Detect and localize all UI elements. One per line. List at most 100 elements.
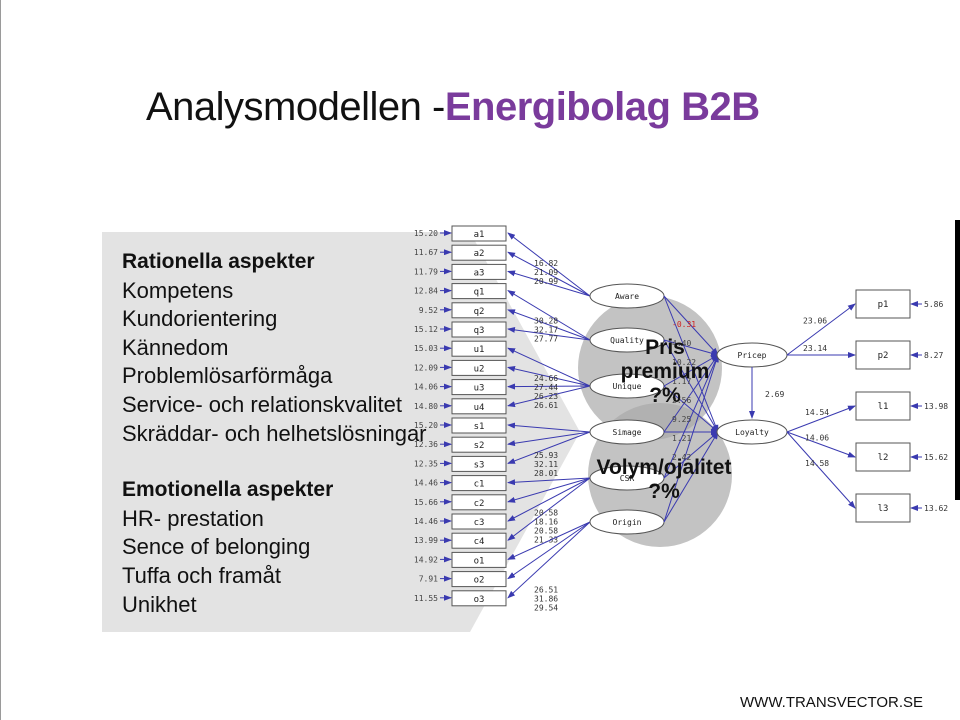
error-value: 14.06 bbox=[414, 383, 438, 392]
loading-arrow bbox=[507, 422, 591, 433]
indicator-box bbox=[451, 513, 507, 530]
indicator-label: a1 bbox=[474, 230, 485, 240]
indicator-label: o1 bbox=[474, 556, 485, 566]
path-value: 2.42 bbox=[672, 453, 691, 462]
loading-value: 31.86 bbox=[534, 594, 558, 603]
error-value: 12.36 bbox=[414, 440, 438, 449]
aspects-list: Rationella aspekter Kompetens Kundorient… bbox=[122, 248, 427, 619]
structural-path bbox=[663, 295, 719, 433]
bubble-line: premium bbox=[620, 360, 710, 383]
loading-value: 20.99 bbox=[534, 277, 558, 286]
indicator-label: c1 bbox=[474, 480, 485, 490]
loading-value: 14.54 bbox=[805, 408, 829, 417]
loading-value: 14.58 bbox=[805, 459, 829, 468]
bubble-line: ?% bbox=[648, 480, 680, 503]
loading-value: 26.61 bbox=[534, 401, 558, 410]
latent-label: Loyalty bbox=[735, 428, 769, 437]
indicator-label: c4 bbox=[474, 537, 485, 547]
indicator-label: a2 bbox=[474, 249, 485, 259]
loading-arrow bbox=[507, 309, 591, 341]
title-accent: Energibolag B2B bbox=[444, 85, 760, 129]
outcome-box bbox=[855, 391, 911, 421]
loading-arrow bbox=[507, 290, 591, 341]
error-value: 14.80 bbox=[414, 402, 438, 411]
rational-item: Problemlösarförmåga bbox=[122, 363, 333, 389]
indicator-box bbox=[451, 571, 507, 588]
path-value: 9.25 bbox=[672, 415, 691, 424]
latent-label: Unique bbox=[613, 382, 642, 391]
outcome-box bbox=[855, 289, 911, 319]
bubble-line: ?% bbox=[649, 384, 681, 407]
indicator-box bbox=[451, 379, 507, 396]
structural-path bbox=[663, 339, 719, 357]
indicator-label: u4 bbox=[474, 403, 485, 413]
error-value: 14.46 bbox=[414, 479, 438, 488]
structural-path bbox=[663, 385, 719, 433]
volume-loyalty-label: Volym/ojalitet ?% bbox=[582, 456, 746, 504]
indicator-label: s3 bbox=[474, 460, 485, 470]
error-value: 15.66 bbox=[414, 498, 438, 507]
error-value: 11.79 bbox=[414, 267, 438, 276]
indicator-label: a3 bbox=[474, 268, 485, 278]
page-title: Analysmodellen -Energibolag B2B bbox=[146, 84, 760, 130]
outcome-box bbox=[855, 493, 911, 523]
error-value: 11.67 bbox=[414, 248, 438, 257]
outcome-arrow bbox=[786, 405, 856, 433]
loading-value: 29.54 bbox=[534, 603, 558, 612]
error-value: 12.09 bbox=[414, 363, 438, 372]
rational-item: Skräddar- och helhetslösningar bbox=[122, 420, 427, 446]
error-value: 13.62 bbox=[924, 504, 948, 513]
path-value: 2.69 bbox=[765, 390, 784, 399]
latent-label: Simage bbox=[613, 428, 642, 437]
outcome-label: l2 bbox=[878, 453, 889, 463]
loading-value: 30.28 bbox=[534, 317, 558, 326]
emotional-item: Sence of belonging bbox=[122, 534, 311, 560]
loading-arrow bbox=[507, 477, 591, 541]
error-value: 15.12 bbox=[414, 325, 438, 334]
indicator-label: o3 bbox=[474, 595, 485, 605]
latent-label: Quality bbox=[610, 336, 644, 345]
loading-value: 28.01 bbox=[534, 469, 558, 478]
loading-value: 27.44 bbox=[534, 383, 558, 392]
outcome-label: l1 bbox=[878, 402, 889, 412]
error-value: 9.52 bbox=[419, 306, 438, 315]
rational-item: Service- och relationskvalitet bbox=[122, 391, 403, 417]
error-value: 11.55 bbox=[414, 594, 438, 603]
structural-path bbox=[663, 354, 719, 479]
loading-arrow bbox=[507, 521, 591, 580]
indicator-label: u3 bbox=[474, 384, 485, 394]
indicator-label: u2 bbox=[474, 364, 485, 374]
structural-path bbox=[663, 354, 719, 523]
rational-item: Kännedom bbox=[122, 334, 229, 360]
loading-arrow bbox=[507, 251, 591, 297]
indicator-box bbox=[451, 225, 507, 242]
title-main: Analysmodellen - bbox=[146, 85, 445, 129]
loading-value: 21.33 bbox=[534, 536, 558, 545]
indicator-label: q1 bbox=[474, 288, 485, 298]
loading-value: 26.51 bbox=[534, 585, 558, 594]
structural-path bbox=[663, 354, 719, 387]
loading-arrow bbox=[507, 521, 591, 560]
indicator-label: u1 bbox=[474, 345, 485, 355]
loading-value: 18.16 bbox=[534, 518, 558, 527]
indicator-label: s2 bbox=[474, 441, 485, 451]
loading-arrow bbox=[507, 431, 591, 464]
indicator-box bbox=[451, 455, 507, 472]
indicator-label: o2 bbox=[474, 576, 485, 586]
indicator-box bbox=[451, 417, 507, 434]
footer-url: WWW.TRANSVECTOR.SE bbox=[740, 694, 924, 711]
path-value: 10.22 bbox=[672, 358, 696, 367]
indicator-label: c2 bbox=[474, 499, 485, 509]
indicator-box bbox=[451, 475, 507, 492]
latent-label: Aware bbox=[615, 292, 639, 301]
outcome-label: l3 bbox=[878, 504, 889, 514]
loading-value: 16.82 bbox=[534, 259, 558, 268]
path-value: 1.21 bbox=[672, 434, 691, 443]
error-value: 14.92 bbox=[414, 555, 438, 564]
outcome-arrow bbox=[786, 303, 856, 356]
loading-arrow bbox=[507, 477, 591, 503]
emotional-item: Unikhet bbox=[122, 591, 197, 617]
indicator-box bbox=[451, 590, 507, 607]
outcome-box bbox=[855, 340, 911, 370]
